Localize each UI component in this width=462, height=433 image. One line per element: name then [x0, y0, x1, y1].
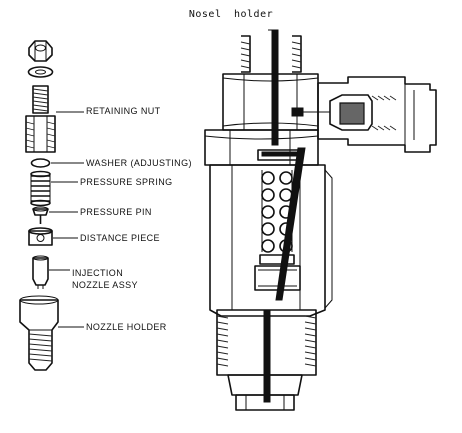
exploded-parts — [19, 40, 59, 371]
injection-label-line1: INJECTION — [72, 268, 124, 278]
nozzle-holder-part — [19, 295, 59, 371]
sealing-washer-part — [27, 66, 54, 78]
washer-adjusting-label: WASHER (ADJUSTING) — [86, 158, 192, 168]
leader-lines — [49, 111, 84, 328]
assembled-section — [204, 29, 437, 411]
pressure-pin-label: PRESSURE PIN — [80, 207, 152, 217]
pressure-spring-label: PRESSURE SPRING — [80, 177, 173, 187]
diagram-title: Nosel holder — [188, 9, 274, 20]
injection-nozzle-part — [32, 255, 49, 289]
retaining-nut-label: RETAINING NUT — [86, 106, 161, 116]
cap-nut-part — [28, 40, 53, 62]
distance-piece-label: DISTANCE PIECE — [80, 233, 160, 243]
retaining-nut-part — [25, 85, 56, 153]
adjusting-washer-part — [30, 158, 51, 168]
distance-piece-part — [28, 227, 53, 246]
pressure-pin-part — [32, 206, 49, 224]
nozzle-holder-label: NOZZLE HOLDER — [86, 322, 167, 332]
pressure-spring-part — [30, 170, 51, 207]
injection-label-line2: NOZZLE ASSY — [72, 280, 138, 290]
